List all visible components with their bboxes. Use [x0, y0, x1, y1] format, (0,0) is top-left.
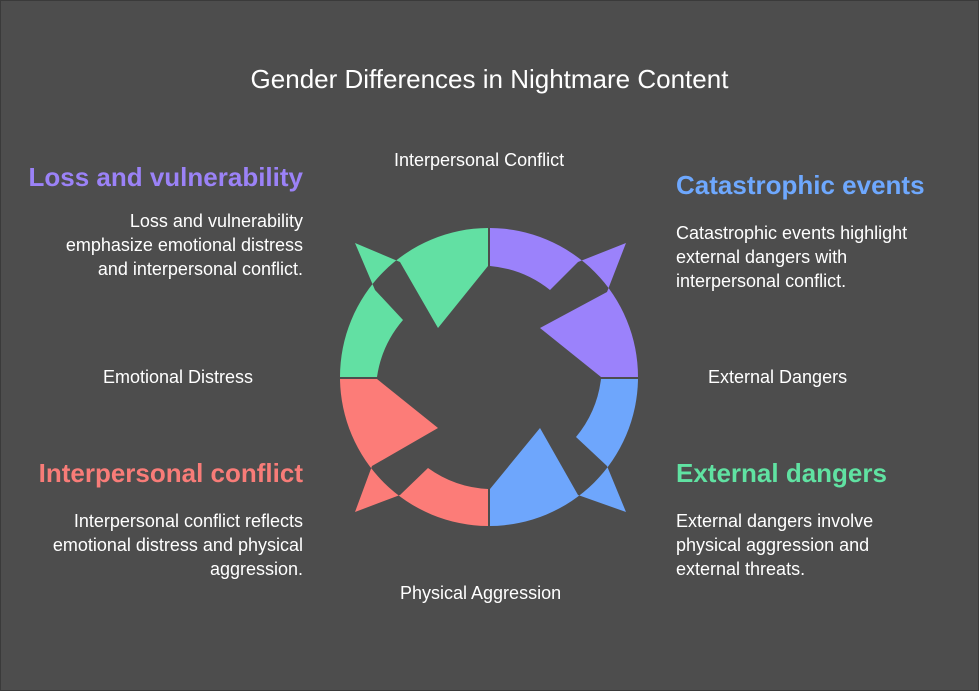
- desc-interpersonal-conflict: Interpersonal conflict reflects emotiona…: [52, 511, 303, 579]
- desc-catastrophic-events: Catastrophic events highlight external d…: [676, 223, 908, 291]
- heading-external-dangers: External dangers: [676, 458, 887, 488]
- page-title: Gender Differences in Nightmare Content: [250, 64, 729, 94]
- axis-label-left: Emotional Distress: [103, 367, 254, 387]
- cycle-segment-bottom-left: [340, 379, 488, 526]
- axis-label-bottom: Physical Aggression: [400, 583, 562, 603]
- cycle-segment-top-right: [490, 228, 638, 377]
- heading-interpersonal-conflict: Interpersonal conflict: [38, 458, 303, 488]
- axis-label-right: External Dangers: [708, 367, 848, 387]
- heading-loss-vulnerability: Loss and vulnerability: [28, 162, 303, 192]
- desc-external-dangers: External dangers involve physical aggres…: [676, 511, 874, 579]
- cycle-segment-top-left: [340, 228, 488, 377]
- axis-label-top: Interpersonal Conflict: [394, 150, 565, 170]
- cycle-segment-bottom-right: [490, 379, 638, 526]
- desc-loss-vulnerability: Loss and vulnerability emphasize emotion…: [65, 211, 303, 279]
- heading-catastrophic-events: Catastrophic events: [676, 170, 925, 200]
